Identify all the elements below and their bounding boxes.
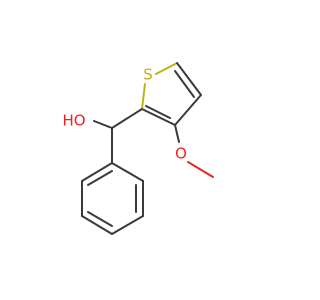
- bond-ph-4-5-inner: [87, 211, 113, 227]
- bond-c2-s: [141, 83, 146, 110]
- thiophene-ring: [141, 62, 202, 126]
- bond-c5-c4-inner: [174, 70, 195, 98]
- bond-c4-c3: [174, 94, 202, 126]
- bond-c3-c2: [141, 108, 176, 126]
- carbinol-center: [93, 108, 143, 164]
- bond-c3-c2-inner: [145, 105, 171, 119]
- bond-c2-ch: [111, 108, 143, 129]
- sulfur-atom-label: S: [143, 66, 153, 84]
- bond-c5-c4: [176, 62, 202, 96]
- bond-s-c5: [155, 62, 178, 75]
- bond-ph-3-4: [111, 215, 144, 235]
- bond-ph-6-1-inner: [87, 170, 113, 186]
- phenyl-ring: [81, 162, 144, 235]
- methoxy-oxygen-label: O: [175, 145, 187, 163]
- bond-ph-1-2: [111, 162, 144, 182]
- bond-o-ch3: [187, 161, 214, 178]
- molecule-structure: S HO O: [62, 62, 214, 235]
- bond-ph-6-1: [81, 162, 113, 182]
- bond-ph-4-5: [81, 215, 113, 235]
- bond-ch-oh: [93, 120, 113, 129]
- bond-c3-o: [174, 124, 180, 143]
- hydroxyl-label: HO: [62, 112, 85, 130]
- methoxy-group: [174, 124, 214, 178]
